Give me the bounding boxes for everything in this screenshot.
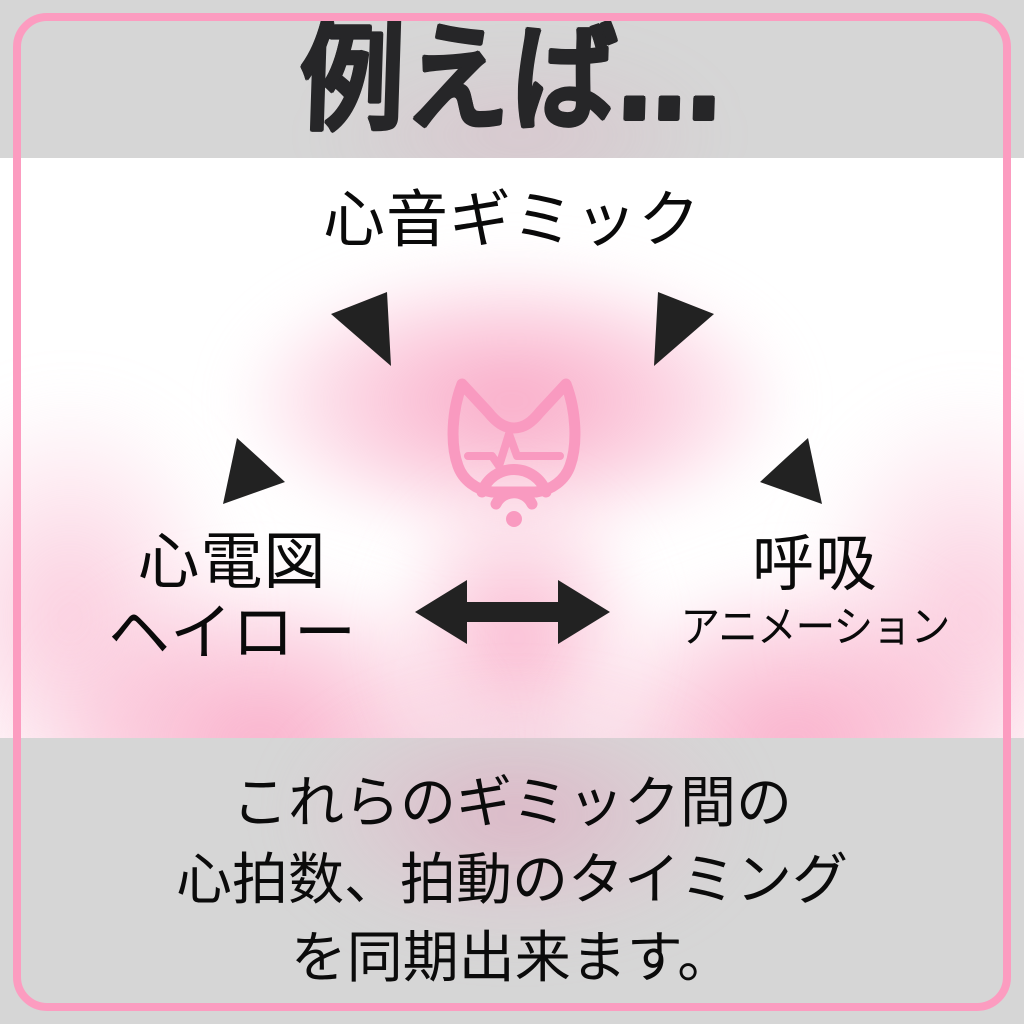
node-label-breathing-animation: 呼吸 アニメーション bbox=[650, 532, 980, 651]
node-label-breathing-line1: 呼吸 bbox=[751, 527, 878, 600]
footer-line-2: 心拍数、拍動のタイミング bbox=[176, 848, 848, 914]
node-label-breathing-line2: アニメーション bbox=[680, 603, 951, 654]
node-label-ecg-halo-line2: ヘイロー bbox=[107, 596, 356, 670]
double-arrow-diagonal-left-icon bbox=[223, 292, 391, 504]
footer-band: これらのギミック間の 心拍数、拍動のタイミング を同期出来ます。 bbox=[0, 738, 1024, 1024]
double-arrow-horizontal-icon bbox=[415, 580, 610, 644]
wifi-dot-icon bbox=[506, 511, 522, 527]
node-label-ecg-halo-line1: 心電図 bbox=[137, 525, 327, 598]
footer-line-1: これらのギミック間の bbox=[232, 771, 792, 837]
cat-heartbeat-wifi-icon bbox=[447, 378, 581, 527]
double-arrow-diagonal-right-icon bbox=[654, 292, 822, 504]
header-band: 例えば… bbox=[0, 0, 1024, 210]
node-label-heart-sound: 心音ギミック bbox=[322, 183, 701, 256]
footer-line-3: を同期出来ます。 bbox=[290, 925, 734, 991]
page-title: 例えば… bbox=[297, 10, 727, 148]
node-label-ecg-halo: 心電図 ヘイロー bbox=[52, 530, 412, 670]
